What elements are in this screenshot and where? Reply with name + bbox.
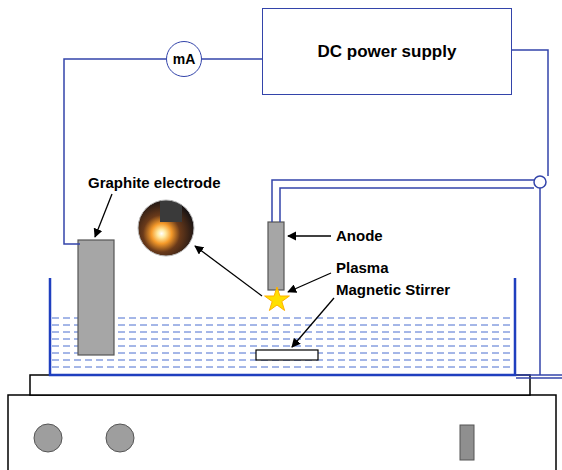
knob bbox=[106, 424, 134, 452]
meter-circle: mA bbox=[166, 41, 202, 77]
stirrer-body bbox=[8, 395, 556, 470]
switch bbox=[460, 425, 474, 460]
liquid bbox=[52, 318, 513, 367]
wire bbox=[202, 58, 262, 60]
anode-rod bbox=[268, 222, 284, 290]
stir-bar bbox=[256, 350, 318, 360]
part-label: Plasma bbox=[336, 259, 389, 277]
part-label: Magnetic Stirrer bbox=[336, 281, 450, 299]
knob bbox=[34, 424, 62, 452]
plasma-spark bbox=[265, 287, 290, 311]
beaker bbox=[50, 278, 515, 375]
clamp bbox=[534, 176, 546, 188]
leader-arrow bbox=[95, 194, 334, 347]
power-supply-box: DC power supply bbox=[262, 8, 512, 95]
plasma-photo bbox=[138, 200, 194, 256]
node-text: mA bbox=[173, 51, 196, 67]
photo-frame bbox=[138, 200, 194, 256]
stirrer-plate bbox=[30, 375, 530, 395]
part-label: Graphite electrode bbox=[88, 174, 221, 192]
part-label: Anode bbox=[336, 227, 383, 245]
wire bbox=[64, 50, 562, 378]
node-text: DC power supply bbox=[318, 42, 457, 62]
graphite-electrode bbox=[78, 240, 114, 355]
